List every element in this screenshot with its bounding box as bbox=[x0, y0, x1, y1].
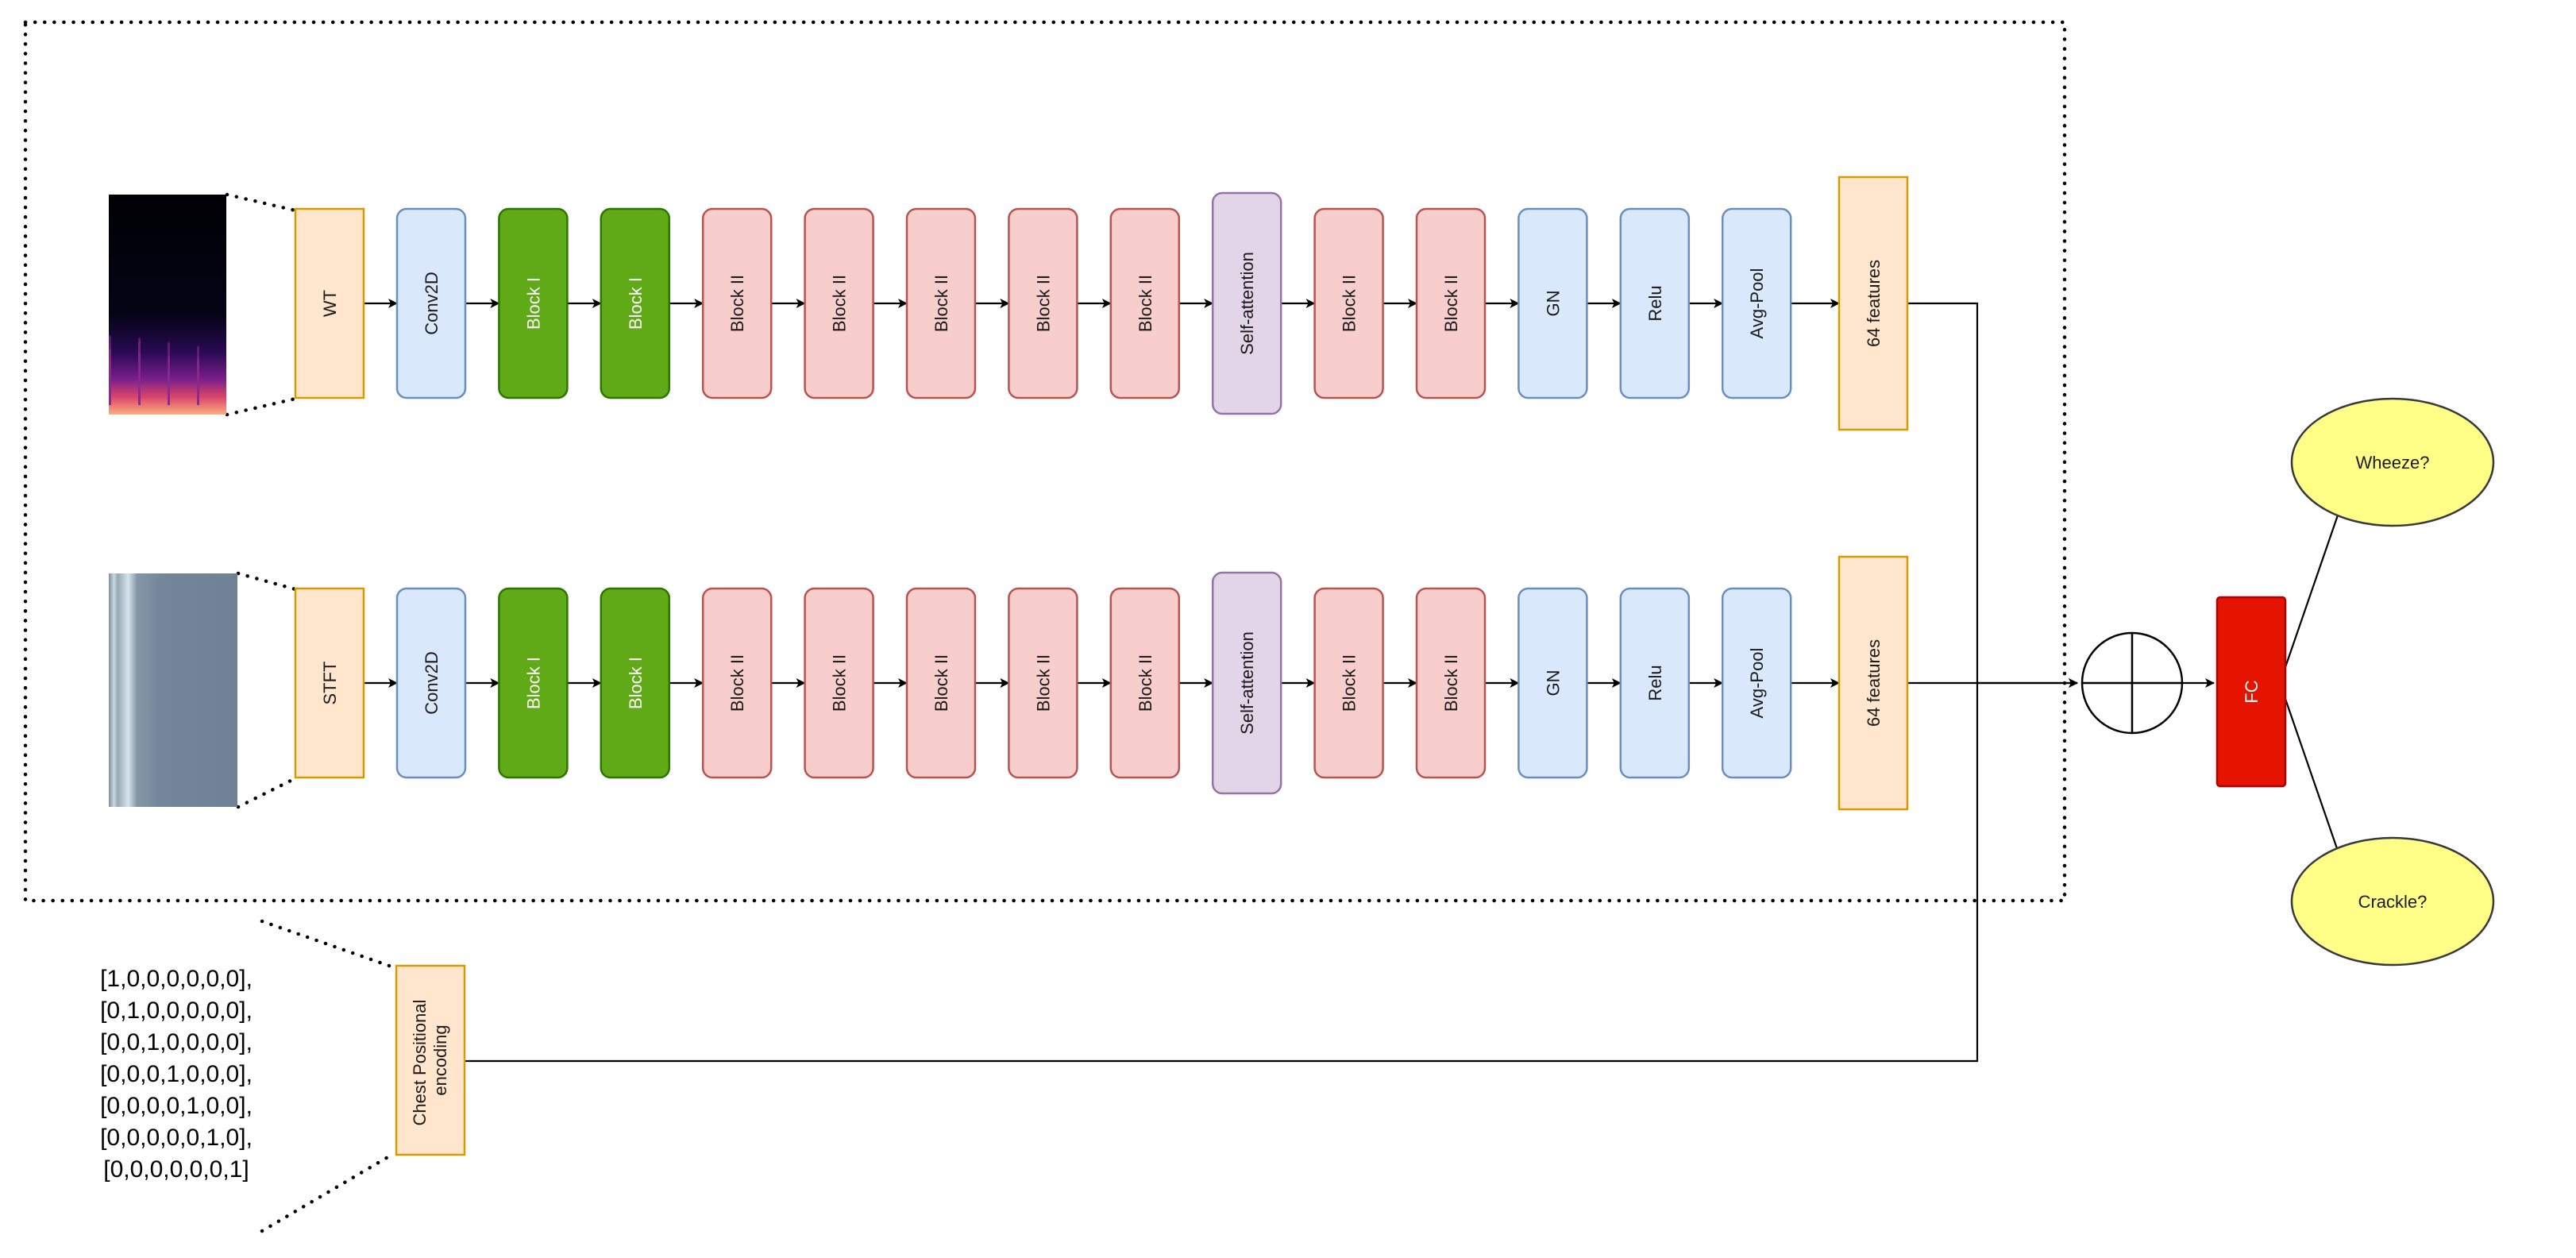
stft-block-ii-block-5: Block II bbox=[905, 587, 977, 779]
stft-block-ii-block-6-label: Block II bbox=[1033, 654, 1053, 712]
stft-avg-pool-block-13-label: Avg-Pool bbox=[1747, 648, 1767, 719]
svg-text:Chest Positional encodin: Chest Positional encoding bbox=[410, 994, 450, 1125]
wt-block-i-block-2: Block I bbox=[600, 207, 671, 399]
wt-block-ii-block-5: Block II bbox=[905, 207, 977, 399]
encoder-dotted-frame bbox=[23, 20, 2067, 903]
one-hot-vector: [0,0,0,0,0,1,0], bbox=[100, 1125, 253, 1151]
stft-relu-block-12: Relu bbox=[1619, 587, 1691, 779]
wt-features-block-label: 64 features bbox=[1864, 260, 1884, 347]
stft-input-block-label: STFT bbox=[320, 662, 340, 705]
output-wheeze-label: Wheeze? bbox=[2356, 453, 2430, 473]
wt-block-ii-block-6: Block II bbox=[1008, 207, 1078, 399]
stft-zoom-line-bottom bbox=[236, 776, 298, 809]
wt-gn-block-11-label: GN bbox=[1543, 291, 1563, 317]
output-crackle: Crackle? bbox=[2290, 836, 2495, 967]
wt-block-ii-block-3: Block II bbox=[701, 207, 773, 399]
stft-avg-pool-block-13: Avg-Pool bbox=[1721, 587, 1792, 779]
wt-block-ii-block-5-label: Block II bbox=[931, 275, 951, 332]
concat-fusion-node bbox=[2080, 631, 2184, 735]
stft-conv2d-block-0: Conv2D bbox=[395, 587, 467, 779]
wt-block-ii-block-10: Block II bbox=[1415, 207, 1487, 399]
one-hot-vector: [0,0,0,0,0,0,1] bbox=[103, 1156, 249, 1183]
wt-block-ii-block-3-label: Block II bbox=[727, 275, 747, 332]
wt-self-attention-block-8: Self-attention bbox=[1211, 191, 1282, 415]
wt-to-fusion-edge bbox=[1907, 302, 2078, 688]
one-hot-vector: [0,0,0,1,0,0,0], bbox=[100, 1061, 253, 1087]
stft-block-ii-block-10-label: Block II bbox=[1441, 654, 1461, 712]
wt-block-ii-block-4-label: Block II bbox=[830, 275, 850, 332]
stft-features-block: 64 features bbox=[1838, 555, 1909, 811]
wt-zoom-line-top bbox=[225, 192, 298, 213]
positional-label-line1: Chest Positional bbox=[410, 1000, 430, 1126]
positional-to-fusion-edge bbox=[465, 683, 1979, 1063]
wavelet-spectrogram bbox=[109, 195, 226, 415]
stft-block-ii-block-10: Block II bbox=[1415, 587, 1487, 779]
stft-self-attention-block-8: Self-attention bbox=[1211, 571, 1282, 795]
wt-zoom-line-bottom bbox=[225, 396, 298, 417]
chest-positional-encoding-block: Chest Positional encoding bbox=[395, 964, 466, 1156]
positional-label-line2: encoding bbox=[430, 1025, 450, 1095]
stft-block-ii-block-5-label: Block II bbox=[931, 654, 951, 712]
stft-block-ii-block-4-label: Block II bbox=[830, 654, 850, 712]
fc-label: FC bbox=[2242, 680, 2262, 703]
stft-spectrogram bbox=[109, 573, 237, 807]
one-hot-vector-list: [1,0,0,0,0,0,0], [0,1,0,0,0,0,0], [0,0,1,0… bbox=[100, 966, 253, 1183]
stft-block-i-block-2-label: Block I bbox=[626, 657, 646, 709]
wt-block-ii-block-7: Block II bbox=[1109, 207, 1181, 399]
one-hot-vector: [0,0,0,0,1,0,0], bbox=[100, 1093, 253, 1119]
wt-block-i-block-2-label: Block I bbox=[626, 277, 646, 330]
stft-self-attention-block-8-label: Self-attention bbox=[1237, 631, 1257, 735]
stft-block-ii-block-3-label: Block II bbox=[727, 654, 747, 712]
stft-block-ii-block-9: Block II bbox=[1313, 587, 1384, 779]
wt-input-block-label: WT bbox=[320, 290, 340, 317]
wt-relu-block-12: Relu bbox=[1619, 207, 1691, 399]
stft-relu-block-12-label: Relu bbox=[1645, 665, 1665, 700]
stft-block-i-block-1-label: Block I bbox=[523, 657, 543, 709]
wt-input-block: WT bbox=[294, 207, 365, 399]
stft-block-ii-block-6: Block II bbox=[1008, 587, 1078, 779]
wt-block-i-block-1-label: Block I bbox=[523, 277, 543, 330]
stft-input-block: STFT bbox=[294, 587, 365, 779]
wt-avg-pool-block-13: Avg-Pool bbox=[1721, 207, 1792, 399]
wt-relu-block-12-label: Relu bbox=[1645, 285, 1665, 321]
fc-layer-block: FC bbox=[2215, 596, 2287, 788]
stft-gn-block-11: GN bbox=[1517, 587, 1588, 779]
stft-block-i-block-2: Block I bbox=[600, 587, 671, 779]
wt-conv2d-block-0: Conv2D bbox=[395, 207, 467, 399]
one-hot-vector: [0,0,1,0,0,0,0], bbox=[100, 1029, 253, 1055]
stft-conv2d-block-0-label: Conv2D bbox=[422, 651, 442, 714]
wt-self-attention-block-8-label: Self-attention bbox=[1237, 252, 1257, 355]
one-hot-vector: [1,0,0,0,0,0,0], bbox=[100, 966, 253, 992]
stft-block-i-block-1: Block I bbox=[498, 587, 569, 779]
wt-features-block: 64 features bbox=[1838, 176, 1909, 431]
positional-zoom-line-top bbox=[260, 919, 391, 968]
wt-avg-pool-block-13-label: Avg-Pool bbox=[1747, 268, 1767, 339]
stft-block-ii-block-4: Block II bbox=[804, 587, 874, 779]
stft-block-ii-block-7: Block II bbox=[1109, 587, 1181, 779]
positional-zoom-line-bottom bbox=[260, 1154, 391, 1233]
stft-zoom-line-top bbox=[236, 571, 298, 592]
wt-gn-block-11: GN bbox=[1517, 207, 1588, 399]
stft-block-ii-block-7-label: Block II bbox=[1136, 654, 1155, 712]
stft-block-ii-block-3: Block II bbox=[701, 587, 773, 779]
wt-block-ii-block-9-label: Block II bbox=[1340, 275, 1359, 332]
wt-block-ii-block-10-label: Block II bbox=[1441, 275, 1461, 332]
wt-block-ii-block-6-label: Block II bbox=[1033, 275, 1053, 332]
one-hot-vector: [0,1,0,0,0,0,0], bbox=[100, 998, 253, 1024]
wt-block-i-block-1: Block I bbox=[498, 207, 569, 399]
stft-features-block-label: 64 features bbox=[1864, 639, 1884, 727]
stft-block-ii-block-9-label: Block II bbox=[1340, 654, 1359, 712]
output-wheeze: Wheeze? bbox=[2290, 397, 2495, 527]
stft-gn-block-11-label: GN bbox=[1543, 670, 1563, 697]
output-crackle-label: Crackle? bbox=[2358, 892, 2428, 912]
wt-conv2d-block-0-label: Conv2D bbox=[422, 272, 442, 334]
wt-block-ii-block-7-label: Block II bbox=[1136, 275, 1155, 332]
wt-block-ii-block-4: Block II bbox=[804, 207, 874, 399]
wt-block-ii-block-9: Block II bbox=[1313, 207, 1384, 399]
